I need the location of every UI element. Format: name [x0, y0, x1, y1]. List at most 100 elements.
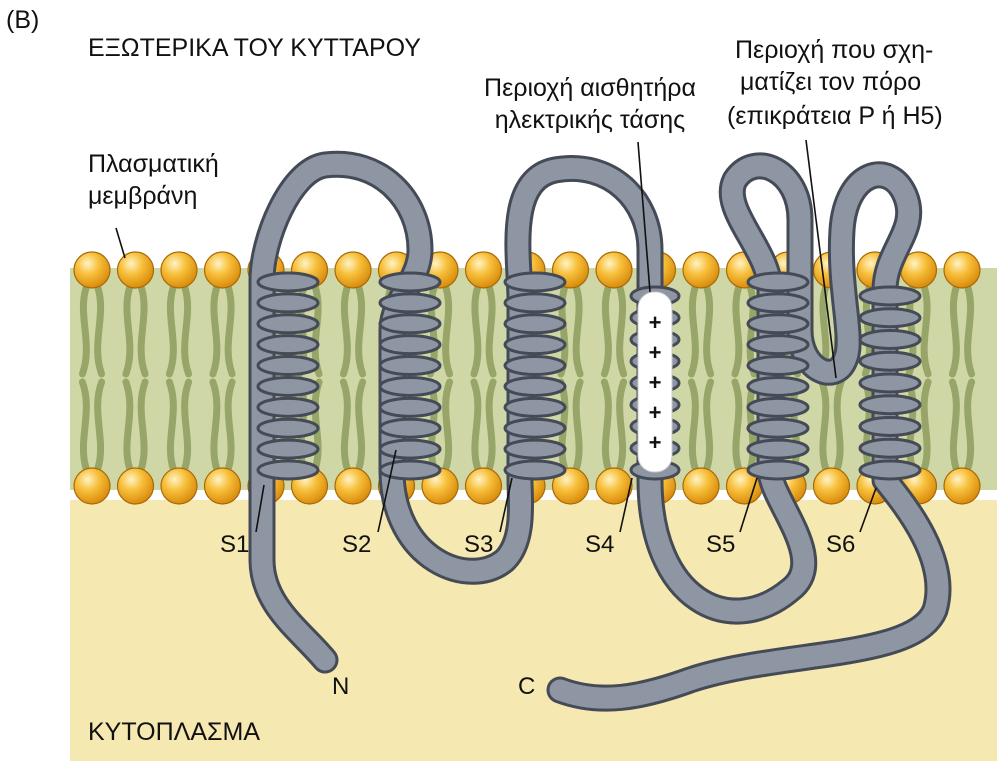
lipid-tail	[968, 382, 972, 468]
helix-turn	[258, 440, 318, 458]
helix-turn	[860, 374, 920, 392]
lipid-tail	[141, 382, 145, 468]
lipid-tail	[620, 288, 624, 374]
lipid-head	[335, 252, 371, 288]
lipid-tail	[576, 288, 580, 374]
lipid-tail	[98, 382, 102, 468]
helix-turn	[505, 273, 565, 291]
helix-turn	[258, 461, 318, 479]
lipid-head	[118, 468, 154, 504]
lipid-head	[205, 468, 241, 504]
helix-turn	[380, 294, 440, 312]
lipid-tail	[952, 288, 956, 374]
lipid-tail	[837, 382, 841, 468]
lipid-tail	[446, 288, 450, 374]
charge-5: +	[649, 430, 662, 455]
helix-turn	[258, 377, 318, 395]
lipid-tail	[228, 288, 232, 374]
helix-turn	[258, 273, 318, 291]
membrane-label-line1: Πλασματική	[88, 150, 219, 178]
lipid-head	[683, 468, 719, 504]
pore-label-line3: (επικράτεια P ή H5)	[727, 102, 943, 130]
membrane-label-line2: μεμβράνη	[88, 182, 197, 210]
panel-label: (B)	[6, 6, 39, 34]
lipid-head	[466, 252, 502, 288]
lipid-tail	[228, 382, 232, 468]
helix-turn	[380, 273, 440, 291]
lipid-tail	[822, 382, 826, 468]
helix-turn	[505, 398, 565, 416]
helix-turn	[505, 419, 565, 437]
helix-turn	[505, 294, 565, 312]
lipid-tail	[126, 288, 130, 374]
lipid-tail	[213, 382, 217, 468]
lipid-tail	[604, 288, 608, 374]
segment-label-s2: S2	[342, 531, 371, 558]
lipid-head	[596, 468, 632, 504]
lipid-tail	[691, 288, 695, 374]
lipid-head	[335, 468, 371, 504]
helix-turn	[860, 352, 920, 370]
lipid-head	[161, 252, 197, 288]
lipid-head	[683, 252, 719, 288]
helix-turn	[860, 461, 920, 479]
lipid-tail	[213, 288, 217, 374]
segment-label-s4: S4	[585, 531, 614, 558]
lipid-tail	[735, 288, 739, 374]
helix-turn	[505, 440, 565, 458]
charge-3: +	[649, 370, 662, 395]
lipid-tail	[924, 382, 928, 468]
helix-turn	[860, 309, 920, 327]
helix-turn	[380, 440, 440, 458]
pore-label-line1: Περιοχή που σχη-	[735, 36, 933, 64]
segment-label-s3: S3	[464, 531, 493, 558]
lipid-tail	[707, 382, 711, 468]
lipid-head	[205, 252, 241, 288]
lipid-tail	[359, 288, 363, 374]
helix-turn	[748, 461, 808, 479]
lipid-tail	[98, 288, 102, 374]
lipid-tail	[707, 288, 711, 374]
lipid-tail	[924, 288, 928, 374]
lipid-tail	[82, 382, 86, 468]
helix-turn	[860, 331, 920, 349]
helix-turn	[748, 398, 808, 416]
helix-turn	[748, 357, 808, 375]
helix-turn	[748, 377, 808, 395]
lipid-tail	[359, 382, 363, 468]
lipid-tail	[620, 382, 624, 468]
lipid-tail	[735, 382, 739, 468]
helix-turn	[748, 273, 808, 291]
segment-label-s6: S6	[826, 531, 855, 558]
helix-turn	[748, 336, 808, 354]
helix-s6	[860, 287, 920, 479]
segment-label-s1: S1	[220, 531, 249, 558]
helix-turn	[748, 419, 808, 437]
lipid-head	[161, 468, 197, 504]
cytoplasm-label: ΚΥΤΟΠΛΑΣΜΑ	[88, 718, 260, 746]
helix-turn	[258, 398, 318, 416]
lipid-head	[466, 468, 502, 504]
lipid-head	[814, 468, 850, 504]
helix-turn	[380, 357, 440, 375]
helix-turn	[505, 315, 565, 333]
helix-turn	[505, 357, 565, 375]
c-terminus-label: C	[518, 673, 535, 700]
voltage-sensor-label-line1: Περιοχή αισθητήρα	[484, 74, 696, 102]
lipid-tail	[141, 288, 145, 374]
helix-turn	[380, 377, 440, 395]
helix-turn	[258, 336, 318, 354]
helix-turn	[505, 377, 565, 395]
helix-turn	[380, 336, 440, 354]
helix-turn	[860, 287, 920, 305]
extracellular-label: ΕΞΩΤΕΡΙΚΑ ΤΟΥ ΚΥΤΤΑΡΟΥ	[88, 34, 421, 62]
helix-turn	[748, 440, 808, 458]
lipid-tail	[446, 382, 450, 468]
helix-turn	[258, 419, 318, 437]
lipid-tail	[169, 288, 173, 374]
helix-turn	[860, 396, 920, 414]
segment-label-s5: S5	[706, 531, 735, 558]
lipid-head	[74, 468, 110, 504]
